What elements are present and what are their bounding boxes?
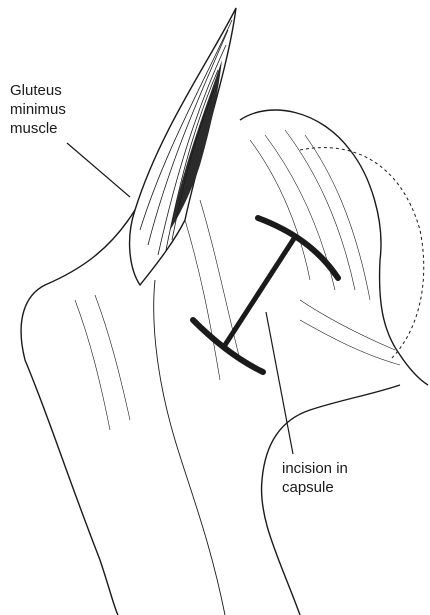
gluteus-minimus-label: Gluteus minimus muscle (10, 81, 90, 138)
gluteus-label-line-3: muscle (10, 119, 90, 138)
capsule-fiber-lines (75, 130, 400, 430)
gluteus-label-line-1: Gluteus (10, 81, 90, 100)
incision-label: incision in capsule (282, 459, 392, 497)
incision-label-line-2: capsule (282, 478, 392, 497)
incision-label-line-1: incision in (282, 459, 392, 478)
gluteus-minimus-muscle (130, 8, 236, 285)
gluteus-leader-line (67, 143, 130, 197)
femur-inner-contour (154, 280, 225, 615)
hip-capsule-outline (21, 110, 428, 615)
gluteus-label-line-2: minimus (10, 100, 90, 119)
incision-leader-line (266, 312, 293, 454)
